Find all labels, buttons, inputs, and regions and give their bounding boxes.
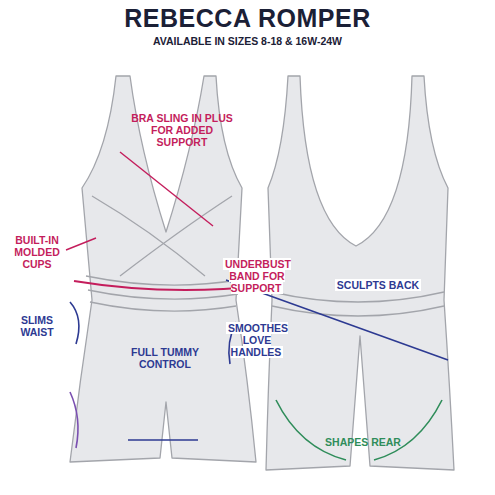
- callout-label: SMOOTHES LOVE HANDLES: [218, 322, 296, 358]
- callout-text: SLIMS WAIST: [20, 314, 53, 338]
- callout-label: FULL TUMMY CONTROL: [118, 346, 212, 370]
- tummy-line: [128, 439, 198, 441]
- leader-line: [120, 152, 213, 226]
- callout-label: SCULPTS BACK: [328, 279, 428, 291]
- callout-label: BRA SLING IN PLUS FOR ADDED SUPPORT: [128, 112, 236, 148]
- back-romper: [266, 76, 454, 470]
- caption: AVAILABLE IN SIZES 8-18 & 16W-24W: [0, 35, 495, 47]
- waist-curve: [70, 302, 79, 344]
- callout-label: BUILT-IN MOLDED CUPS: [6, 234, 68, 270]
- rear-curve: [276, 400, 346, 460]
- rear-curve: [374, 400, 442, 460]
- callout-text: SCULPTS BACK: [335, 279, 421, 291]
- callout-text: BRA SLING IN PLUS FOR ADDED SUPPORT: [131, 112, 233, 148]
- title: REBECCA ROMPER: [0, 4, 495, 33]
- callout-label: UNDERBUST BAND FOR SUPPORT: [218, 258, 296, 294]
- callout-text: SHAPES REAR: [325, 436, 401, 448]
- callout-text: BUILT-IN MOLDED CUPS: [14, 234, 60, 270]
- callout-text: UNDERBUST BAND FOR SUPPORT: [223, 258, 291, 294]
- callout-label: SHAPES REAR: [318, 436, 408, 448]
- leader-line: [66, 238, 96, 250]
- callout-text: FULL TUMMY CONTROL: [131, 346, 199, 370]
- callout-text: SMOOTHES LOVE HANDLES: [226, 322, 288, 358]
- callout-label: SLIMS WAIST: [8, 314, 66, 338]
- hip-curve: [70, 392, 78, 448]
